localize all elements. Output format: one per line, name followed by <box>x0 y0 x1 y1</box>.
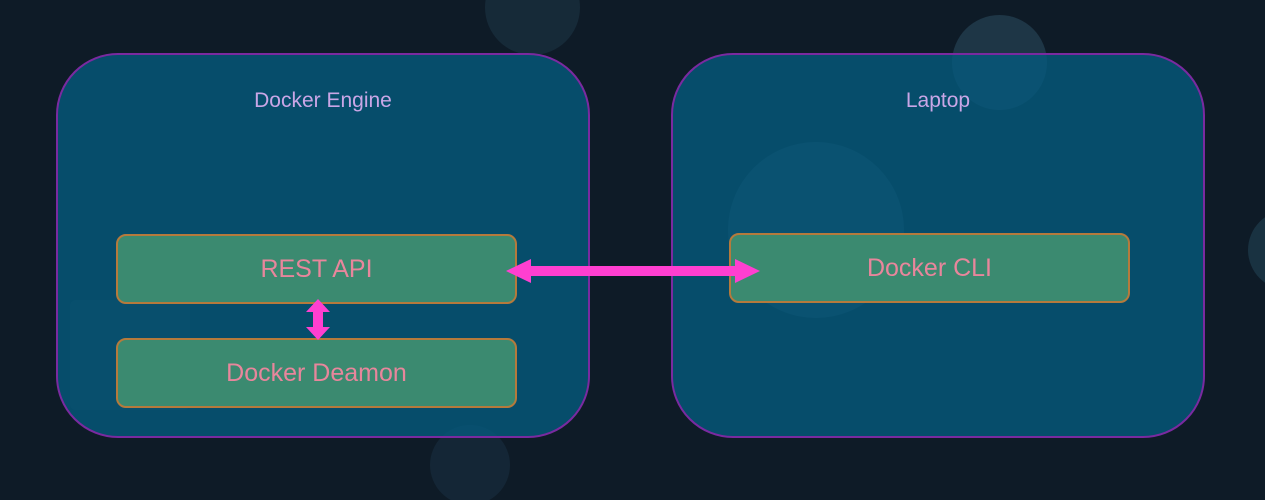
rest-cli-arrow-shaft <box>530 266 738 276</box>
rest-cli-double-arrow <box>506 259 760 283</box>
rest-daemon-double-arrow <box>306 299 330 340</box>
docker-cli-label: Docker CLI <box>866 253 993 282</box>
docker-daemon-label: Docker Deamon <box>226 358 407 387</box>
rest-daemon-arrow-shaft <box>313 310 323 328</box>
docker-daemon-box: Docker Deamon <box>116 338 517 408</box>
rest-daemon-arrowhead-up <box>306 299 330 312</box>
rest-cli-arrowhead-right <box>735 259 760 283</box>
rest-daemon-arrowhead-down <box>306 327 330 340</box>
laptop-title: Laptop <box>905 89 971 112</box>
rest-api-label: REST API <box>260 254 373 283</box>
rest-cli-arrowhead-left <box>506 259 531 283</box>
docker-cli-box: Docker CLI <box>729 233 1130 303</box>
docker-engine-title: Docker Engine <box>254 89 392 112</box>
